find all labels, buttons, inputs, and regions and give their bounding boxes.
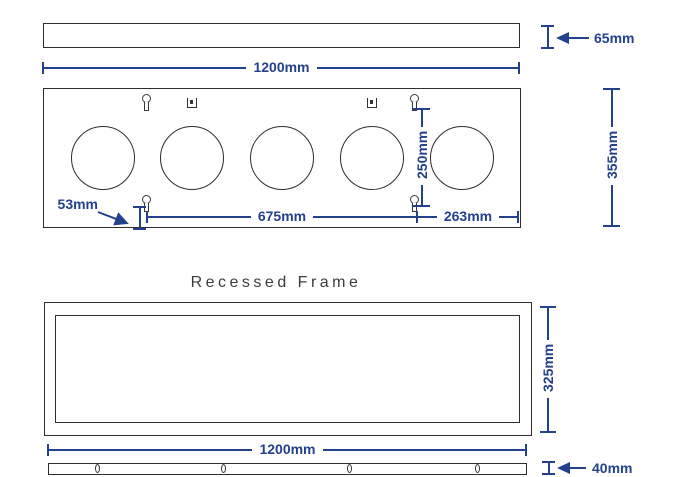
mount-slot-icon	[95, 464, 100, 473]
dim-53mm-bracket	[139, 207, 141, 230]
dim-label-675mm: 675mm	[250, 208, 314, 225]
keyhole-icon	[142, 94, 151, 111]
dim-325mm-tick-top	[540, 306, 556, 308]
dim-40mm-bracket	[548, 462, 550, 475]
dim-325mm-tick-bottom	[540, 431, 556, 433]
dim-label-65mm: 65mm	[594, 30, 635, 46]
mount-clip-dot	[370, 100, 373, 104]
dim-675mm-tick-left	[146, 211, 148, 223]
dim-label-263mm: 263mm	[436, 208, 500, 225]
dim-1200mm-bottom-tick-right	[525, 444, 527, 456]
mount-slot-icon	[221, 464, 226, 473]
dim-53mm-arrow-line	[97, 211, 118, 221]
dim-65mm-tick-top	[541, 25, 554, 27]
mounting-bar	[48, 463, 527, 475]
top-side-view	[43, 23, 520, 48]
burner-hole-4	[340, 126, 404, 190]
mount-slot-icon	[347, 464, 352, 473]
mount-clip-icon	[187, 98, 197, 108]
section-title: Recessed Frame	[190, 274, 362, 291]
dim-675mm-line	[147, 216, 519, 218]
mount-clip-dot	[190, 100, 193, 104]
dim-675mm-tick-mid	[416, 211, 418, 223]
dim-label-325mm: 325mm	[540, 340, 556, 398]
arrow-left-icon	[557, 462, 570, 474]
dim-40mm-tick-bottom	[542, 473, 555, 475]
dim-label-355mm: 355mm	[604, 127, 620, 185]
burner-hole-5	[430, 126, 494, 190]
dim-1200mm-bottom-tick-left	[47, 444, 49, 456]
dim-label-40mm: 40mm	[592, 460, 633, 476]
burner-hole-3	[250, 126, 314, 190]
keyhole-icon	[410, 94, 419, 111]
mount-slot-icon	[475, 464, 480, 473]
arrow-left-icon	[556, 32, 569, 44]
dim-label-1200mm-bottom: 1200mm	[252, 441, 323, 458]
dim-65mm-tick-bottom	[541, 47, 554, 49]
dim-label-250mm: 250mm	[414, 127, 430, 185]
dim-53mm-tick-bottom	[133, 228, 146, 230]
keyhole-stem	[144, 102, 149, 111]
dim-label-53mm: 53mm	[57, 196, 98, 212]
dim-1200mm-top-tick-right	[518, 62, 520, 74]
dim-65mm-bracket	[547, 26, 549, 49]
keyhole-stem	[412, 102, 417, 111]
dim-355mm-tick-top	[603, 88, 620, 90]
dim-355mm-tick-bottom	[603, 225, 620, 227]
dim-40mm-tick-top	[542, 461, 555, 463]
dim-250mm-tick-bottom	[413, 205, 430, 207]
dim-53mm-tick-top	[133, 206, 146, 208]
dim-263mm-tick-right	[517, 211, 519, 223]
recessed-frame-inner	[55, 315, 520, 423]
mount-clip-icon	[367, 98, 377, 108]
burner-hole-1	[71, 126, 135, 190]
burner-hole-2	[160, 126, 224, 190]
dim-40mm-arrow-line	[569, 467, 586, 469]
dim-65mm-arrow-line	[568, 37, 589, 39]
keyhole-stem	[412, 203, 417, 212]
keyhole-icon	[410, 195, 419, 212]
dim-1200mm-top-tick-left	[42, 62, 44, 74]
dim-label-1200mm-top: 1200mm	[246, 59, 317, 76]
